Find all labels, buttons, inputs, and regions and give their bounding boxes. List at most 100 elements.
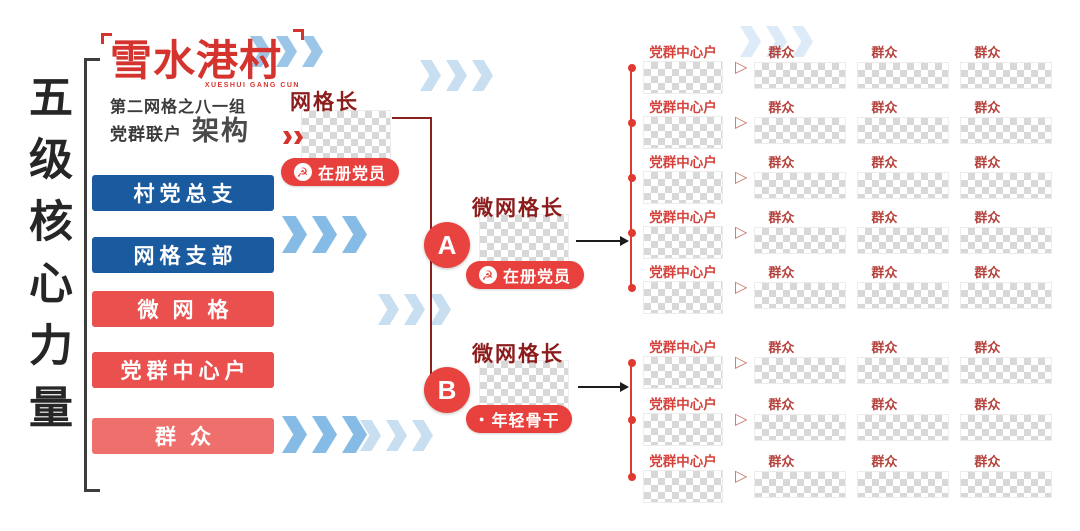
branch-node-a: A <box>424 222 470 268</box>
triangle-pointer-icon: ▷ <box>735 279 748 296</box>
mass-cell: 群众 <box>857 454 953 498</box>
page-title: 五级核心力量 <box>22 74 71 446</box>
branch-dot-icon <box>628 229 636 237</box>
tree-row: 党群中心户 ▷ 群众 群众 群众 <box>628 155 1078 207</box>
mass-photo <box>754 172 847 199</box>
household-cell: 党群中心户 <box>640 265 726 314</box>
mass-photo <box>960 471 1053 498</box>
mass-photo <box>857 414 950 441</box>
mass-label: 群众 <box>768 210 795 225</box>
mass-cell: 群众 <box>857 100 953 144</box>
mass-label: 群众 <box>768 397 795 412</box>
party-emblem-icon: ☭ <box>294 163 312 181</box>
logo-subtitle-2: 党群联户 架构 <box>110 118 300 145</box>
mass-cell: 群众 <box>754 100 850 144</box>
mass-cell: 群众 <box>960 100 1056 144</box>
mass-photo <box>857 471 950 498</box>
arrow-b-head-icon <box>620 382 629 392</box>
mass-photo <box>857 357 950 384</box>
triangle-pointer-icon: ▷ <box>735 411 748 428</box>
mass-cell: 群众 <box>857 397 953 441</box>
triangle-pointer-icon: ▷ <box>735 59 748 76</box>
title-bracket <box>84 58 100 492</box>
branch-dot-icon <box>628 473 636 481</box>
mass-label: 群众 <box>974 210 1001 225</box>
branch-dot-icon <box>628 284 636 292</box>
branch-b-badge: ● 年轻骨干 <box>466 405 573 433</box>
dot-icon: ● <box>479 413 486 424</box>
tree-row: 党群中心户 ▷ 群众 群众 群众 <box>628 45 1078 97</box>
mass-label: 群众 <box>871 397 898 412</box>
triangle-pointer-icon: ▷ <box>735 224 748 241</box>
household-cell: 党群中心户 <box>640 100 726 149</box>
level-box-micro-grid: 微网格 <box>92 291 274 327</box>
badge-label: 在册党员 <box>318 166 387 183</box>
mass-cell: 群众 <box>960 454 1056 498</box>
household-photo <box>643 413 723 446</box>
level-label: 党群中心户 <box>120 360 251 383</box>
mass-photo <box>754 414 847 441</box>
mass-photo <box>857 62 950 89</box>
level-label: 微网格 <box>137 299 243 322</box>
household-cell: 党群中心户 <box>640 340 726 389</box>
mass-photo <box>857 227 950 254</box>
branch-dot-icon <box>628 64 636 72</box>
branch-dot-icon <box>628 174 636 182</box>
chevron-decoration-icon <box>378 294 451 325</box>
red-chevron-icon <box>283 131 303 144</box>
household-cell: 党群中心户 <box>640 454 726 503</box>
mass-label: 群众 <box>768 155 795 170</box>
mass-photo <box>754 227 847 254</box>
household-label: 党群中心户 <box>649 265 717 280</box>
triangle-pointer-icon: ▷ <box>735 169 748 186</box>
tree-row: 党群中心户 ▷ 群众 群众 群众 <box>628 210 1078 262</box>
household-label: 党群中心户 <box>649 454 717 469</box>
household-photo <box>643 226 723 259</box>
household-label: 党群中心户 <box>649 100 717 115</box>
mass-label: 群众 <box>974 454 1001 469</box>
chevron-decoration-icon <box>282 216 367 253</box>
household-photo <box>643 61 723 94</box>
mass-label: 群众 <box>974 397 1001 412</box>
grid-leader-badge: ☭ 在册党员 <box>281 158 400 186</box>
household-cell: 党群中心户 <box>640 397 726 446</box>
mass-photo <box>960 414 1053 441</box>
mass-cell: 群众 <box>754 340 850 384</box>
mass-cell: 群众 <box>857 340 953 384</box>
mass-label: 群众 <box>974 155 1001 170</box>
mass-cell: 群众 <box>857 155 953 199</box>
household-photo <box>643 171 723 204</box>
grid-leader-title: 网格长 <box>290 91 359 114</box>
mass-label: 群众 <box>871 155 898 170</box>
tree-row: 党群中心户 ▷ 群众 群众 群众 <box>628 340 1078 392</box>
branch-a-badge: ☭ 在册党员 <box>466 261 585 289</box>
mass-label: 群众 <box>974 265 1001 280</box>
mass-label: 群众 <box>974 45 1001 60</box>
branch-a-title: 微网格长 <box>472 197 564 220</box>
mass-cell: 群众 <box>960 265 1056 309</box>
household-label: 党群中心户 <box>649 210 717 225</box>
village-name: 雪水港村 <box>101 29 304 84</box>
household-cell: 党群中心户 <box>640 45 726 94</box>
village-logo: 雪水港村 XUESHUI GANG CUN 第二网格之八一组 党群联户 架构 <box>101 29 304 145</box>
tree-row: 党群中心户 ▷ 群众 群众 群众 <box>628 265 1078 317</box>
mass-label: 群众 <box>871 45 898 60</box>
level-box-center-household: 党群中心户 <box>92 352 274 388</box>
mass-photo <box>754 471 847 498</box>
mass-label: 群众 <box>974 340 1001 355</box>
mass-cell: 群众 <box>960 340 1056 384</box>
arrow-a-head-icon <box>620 236 629 246</box>
mass-photo <box>754 357 847 384</box>
branch-b-title: 微网格长 <box>472 343 564 366</box>
mass-cell: 群众 <box>960 397 1056 441</box>
mass-photo <box>857 117 950 144</box>
mass-cell: 群众 <box>857 210 953 254</box>
mass-label: 群众 <box>871 210 898 225</box>
household-photo <box>643 356 723 389</box>
household-cell: 党群中心户 <box>640 210 726 259</box>
mass-photo <box>960 227 1053 254</box>
branch-node-b: B <box>424 367 470 413</box>
chevron-decoration-icon <box>740 26 813 57</box>
level-label: 网格支部 <box>133 245 238 268</box>
